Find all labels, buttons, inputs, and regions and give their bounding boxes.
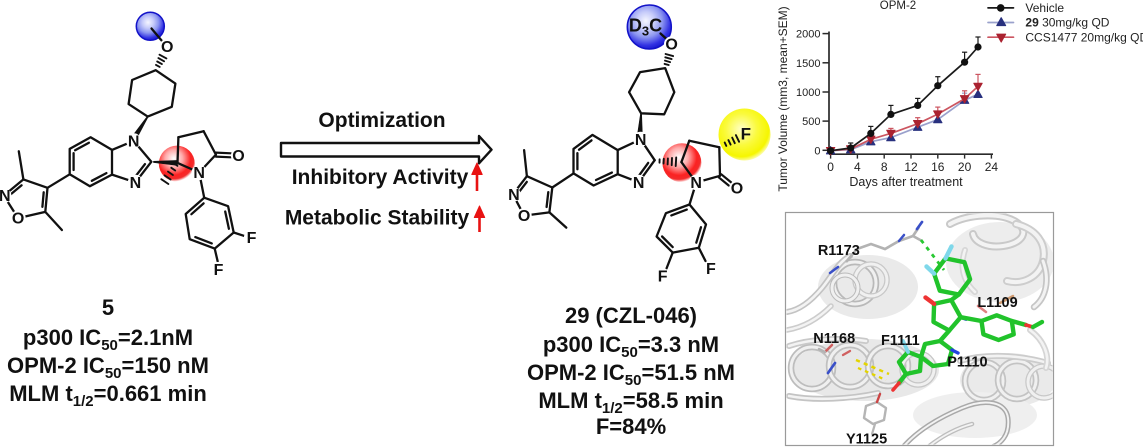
svg-text:p300 IC50​=2.1nM: p300 IC50​=2.1nM bbox=[23, 325, 193, 354]
svg-text:O: O bbox=[232, 148, 244, 165]
svg-text:N: N bbox=[690, 175, 702, 192]
svg-text:8: 8 bbox=[881, 160, 888, 174]
svg-text:O: O bbox=[518, 208, 530, 225]
svg-text:D3C: D3C bbox=[629, 16, 662, 39]
svg-text:24: 24 bbox=[985, 160, 999, 174]
svg-text:Metabolic Stability: Metabolic Stability bbox=[285, 207, 470, 230]
svg-text:500: 500 bbox=[802, 116, 820, 128]
svg-text:1000: 1000 bbox=[796, 87, 820, 99]
svg-text:F1111: F1111 bbox=[881, 333, 920, 349]
svg-text:OPM-2: OPM-2 bbox=[880, 0, 916, 12]
svg-text:Inhibitory Activity: Inhibitory Activity bbox=[292, 166, 469, 189]
svg-text:29 30mg/kg QD: 29 30mg/kg QD bbox=[1025, 16, 1109, 30]
svg-text:O: O bbox=[12, 211, 24, 228]
svg-text:29 (CZL-046): 29 (CZL-046) bbox=[565, 303, 697, 328]
svg-text:F=84%: F=84% bbox=[596, 414, 666, 439]
svg-text:N: N bbox=[635, 132, 647, 149]
svg-text:OPM-2 IC50​=150 nM: OPM-2 IC50​=150 nM bbox=[7, 353, 209, 382]
svg-text:4: 4 bbox=[854, 160, 861, 174]
svg-text:1500: 1500 bbox=[796, 58, 820, 70]
svg-text:N: N bbox=[633, 175, 645, 192]
svg-text:0: 0 bbox=[814, 145, 820, 157]
svg-text:F: F bbox=[214, 262, 224, 279]
svg-text:O: O bbox=[731, 181, 743, 198]
svg-text:F: F bbox=[741, 124, 751, 143]
svg-text:Vehicle: Vehicle bbox=[1025, 1, 1064, 15]
svg-text:F: F bbox=[658, 268, 668, 285]
svg-text:F: F bbox=[706, 261, 716, 278]
svg-text:N: N bbox=[128, 133, 140, 150]
svg-text:O: O bbox=[665, 37, 677, 54]
svg-text:F: F bbox=[247, 230, 257, 247]
svg-text:Days after treatment: Days after treatment bbox=[849, 175, 963, 189]
svg-text:N: N bbox=[130, 175, 142, 192]
svg-text:OPM-2 IC50​=51.5 nM: OPM-2 IC50​=51.5 nM bbox=[527, 360, 735, 389]
svg-text:N: N bbox=[508, 187, 520, 204]
svg-text:p300 IC50​=3.3 nM: p300 IC50​=3.3 nM bbox=[543, 332, 719, 361]
svg-text:20: 20 bbox=[958, 160, 972, 174]
svg-text:N: N bbox=[0, 188, 11, 205]
svg-text:Y1125: Y1125 bbox=[846, 432, 887, 448]
svg-text:MLM t1/2​=0.661 min: MLM t1/2​=0.661 min bbox=[9, 381, 207, 410]
svg-text:P1110: P1110 bbox=[947, 355, 987, 371]
svg-text:L1109: L1109 bbox=[977, 295, 1017, 311]
svg-text:CCS1477 20mg/kg QD: CCS1477 20mg/kg QD bbox=[1025, 30, 1143, 44]
svg-text:Optimization: Optimization bbox=[318, 109, 445, 132]
svg-text:N: N bbox=[193, 165, 205, 182]
svg-text:Tumor Volume (mm3, mean+SEM): Tumor Volume (mm3, mean+SEM) bbox=[776, 6, 790, 191]
svg-text:12: 12 bbox=[904, 160, 918, 174]
svg-text:16: 16 bbox=[931, 160, 945, 174]
svg-text:O: O bbox=[161, 39, 173, 56]
svg-text:MLM t1/2​=58.5 min: MLM t1/2​=58.5 min bbox=[538, 388, 723, 417]
svg-text:N1168: N1168 bbox=[813, 331, 855, 347]
svg-text:0: 0 bbox=[827, 160, 834, 174]
svg-text:R1173: R1173 bbox=[818, 243, 860, 259]
svg-text:2000: 2000 bbox=[796, 29, 820, 41]
svg-text:5: 5 bbox=[102, 295, 114, 320]
